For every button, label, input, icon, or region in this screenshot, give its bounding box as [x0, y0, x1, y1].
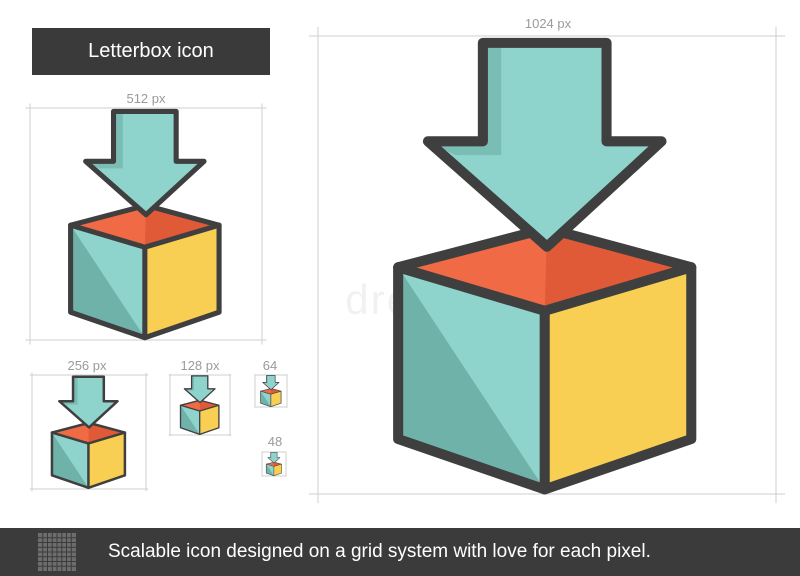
size-label-48: 48 — [267, 434, 283, 449]
icon-frame-48 — [261, 451, 287, 477]
size-label-128: 128 px — [180, 358, 220, 373]
size-label-64: 64 — [262, 358, 278, 373]
letterbox-icon — [308, 26, 786, 504]
page-title: Letterbox icon — [88, 40, 214, 62]
footer-caption: Scalable icon designed on a grid system … — [108, 541, 651, 562]
size-label-1024: 1024 px — [524, 16, 572, 31]
letterbox-icon — [261, 451, 287, 477]
icon-frame-512 — [25, 103, 267, 345]
letterbox-icon — [25, 103, 267, 345]
letterbox-icon — [29, 372, 149, 492]
icon-frame-64 — [254, 374, 288, 408]
pixel-grid-icon — [38, 533, 76, 571]
size-label-512: 512 px — [126, 91, 166, 106]
icon-frame-1024 — [308, 26, 786, 504]
icon-frame-256 — [29, 372, 149, 492]
letterbox-icon — [254, 374, 288, 408]
footer-bar: Scalable icon designed on a grid system … — [0, 528, 800, 576]
icon-frame-128 — [168, 373, 232, 437]
size-label-256: 256 px — [67, 358, 107, 373]
letterbox-icon — [168, 373, 232, 437]
title-banner: Letterbox icon — [32, 28, 270, 75]
